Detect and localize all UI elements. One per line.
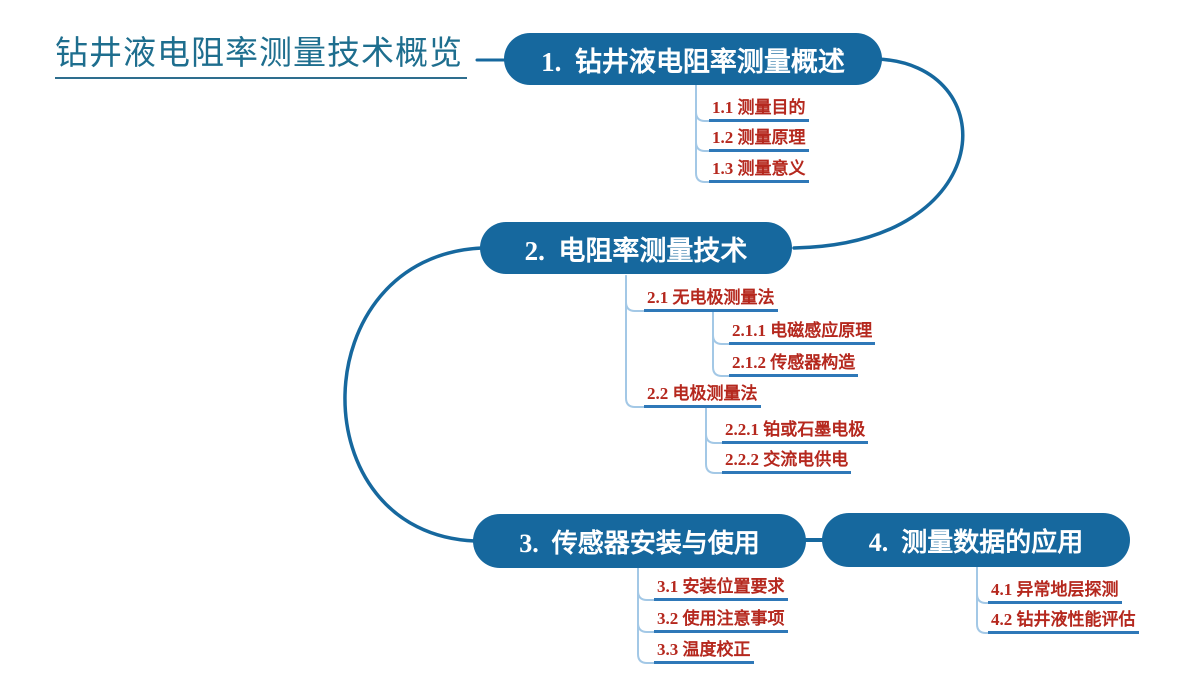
node-topic-3-1[interactable]: 3.1 安装位置要求: [654, 577, 788, 601]
node-topic-1-2[interactable]: 1.2 测量原理: [709, 128, 809, 152]
node-topic-2-2-2[interactable]: 2.2.2 交流电供电: [722, 450, 852, 474]
branch-topic22-children: [705, 407, 731, 474]
branch-node4-children: [976, 566, 996, 634]
branch-node2-children: [625, 275, 653, 408]
node-topic-2-2-1[interactable]: 2.2.1 铂或石墨电极: [722, 420, 869, 444]
node-topic-2-1-1[interactable]: 2.1.1 电磁感应原理: [729, 321, 876, 345]
node-topic-4-1[interactable]: 4.1 异常地层探测: [988, 580, 1122, 604]
node-topic-2-1[interactable]: 2.1 无电极测量法: [644, 288, 778, 312]
node-topic-1-1[interactable]: 1.1 测量目的: [709, 98, 809, 122]
node-topic-4[interactable]: 4. 测量数据的应用: [822, 513, 1130, 567]
root-node[interactable]: 钻井液电阻率测量技术概览: [55, 36, 467, 79]
node-topic-2-2[interactable]: 2.2 电极测量法: [644, 384, 761, 408]
branch-node3-children: [637, 567, 663, 664]
node-topic-1-3[interactable]: 1.3 测量意义: [709, 159, 809, 183]
edge-node1-node2: [792, 57, 965, 250]
node-topic-3[interactable]: 3. 传感器安装与使用: [473, 514, 806, 568]
node-topic-2[interactable]: 2. 电阻率测量技术: [480, 222, 792, 274]
node-topic-2-1-2[interactable]: 2.1.2 传感器构造: [729, 353, 859, 377]
node-topic-3-2[interactable]: 3.2 使用注意事项: [654, 609, 788, 633]
node-topic-4-2[interactable]: 4.2 钻井液性能评估: [988, 610, 1139, 634]
branch-node1-children: [695, 84, 719, 183]
edge-node2-node3: [343, 246, 484, 543]
node-topic-1[interactable]: 1. 钻井液电阻率测量概述: [504, 33, 882, 85]
branch-topic21-children: [712, 311, 738, 377]
node-topic-3-3[interactable]: 3.3 温度校正: [654, 640, 754, 664]
